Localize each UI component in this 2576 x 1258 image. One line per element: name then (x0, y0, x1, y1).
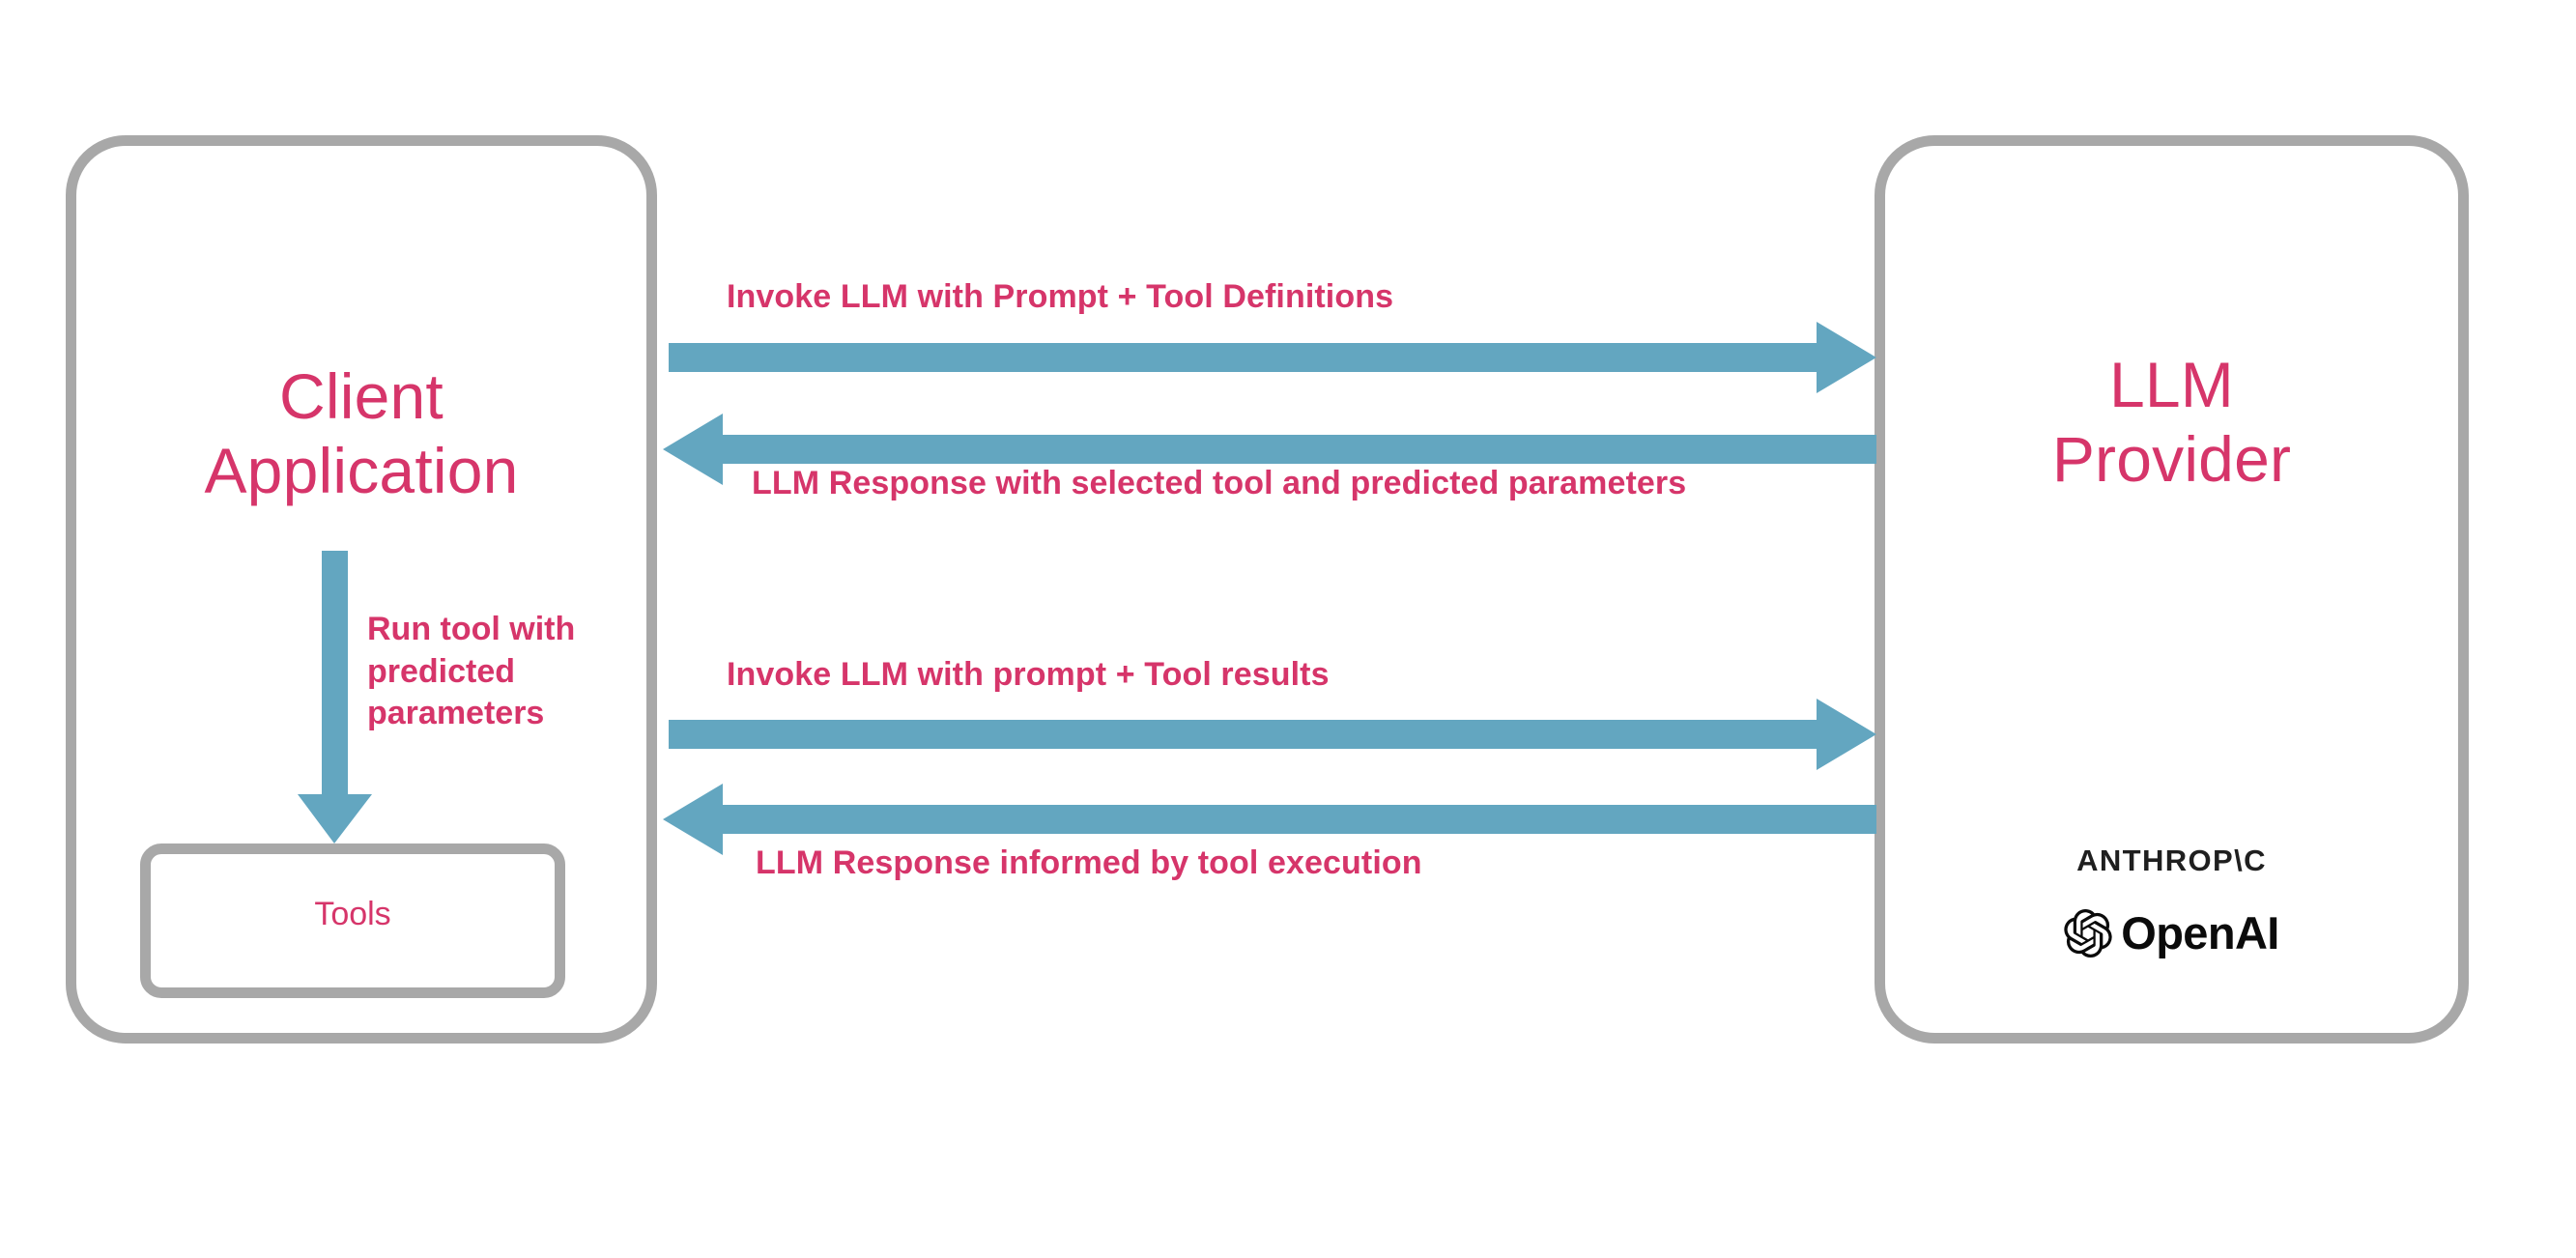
tools-label: Tools (314, 896, 391, 932)
llm-provider-title: LLM Provider (2051, 349, 2292, 495)
arrow-invoke-2 (669, 699, 1876, 770)
run-tool-flow-label: Run tool with predicted parameters (367, 611, 576, 732)
client-application-title: Client Application (204, 360, 519, 506)
openai-knot-icon (2064, 908, 2112, 958)
flow-label-response-2: LLM Response informed by tool execution (756, 844, 1422, 881)
openai-logo: OpenAI (1875, 906, 2469, 959)
openai-wordmark: OpenAI (2121, 907, 2279, 958)
anthropic-logo: ANTHROP\C (2076, 843, 2267, 877)
flow-label-invoke-1: Invoke LLM with Prompt + Tool Definition… (727, 278, 1394, 315)
flow-label-response-1: LLM Response with selected tool and pred… (752, 465, 1687, 501)
flow-label-invoke-2: Invoke LLM with prompt + Tool results (727, 656, 1330, 693)
tools-box (140, 843, 565, 998)
llm-provider-box (1875, 135, 2469, 1044)
arrow-invoke-1 (669, 322, 1876, 393)
